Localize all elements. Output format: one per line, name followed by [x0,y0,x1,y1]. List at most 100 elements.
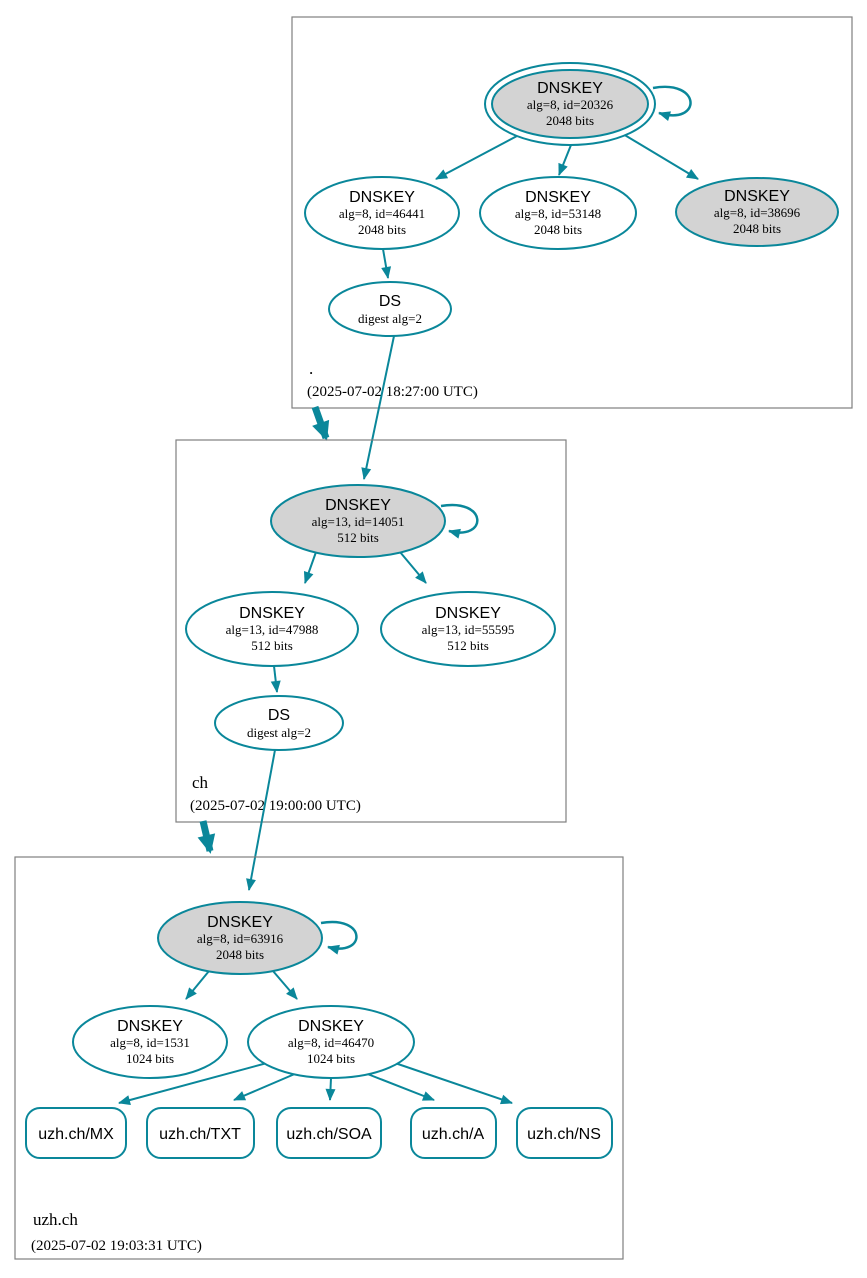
zone-ch-timestamp: (2025-07-02 19:00:00 UTC) [190,798,361,814]
node-dnskey-20326[interactable]: DNSKEY alg=8, id=20326 2048 bits [484,62,656,146]
node-dnskey-1531-detail: alg=8, id=1531 [110,1035,190,1050]
node-dnskey-1531-shape [72,1005,228,1079]
node-dnskey-63916-detail: alg=8, id=63916 [197,931,284,946]
rrset-uzh-ch-soa[interactable]: uzh.ch/SOA [276,1107,382,1159]
rrset-uzh-ch-txt-label: uzh.ch/TXT [159,1126,241,1143]
node-dnskey-46441-bits: 2048 bits [358,222,406,237]
node-dnskey-47988-bits: 512 bits [251,638,293,653]
edge-uzh-zsk2-to-soa [325,1077,336,1101]
edge-root-ksk-to-zsk2 [558,144,572,176]
node-ds-ch-shape [214,695,344,751]
edge-uzh-zsk2-to-a [364,1072,435,1101]
edge-uzh-zsk2-to-mx [118,1062,268,1105]
node-dnskey-38696-bits: 2048 bits [733,221,781,236]
node-dnskey-63916[interactable]: DNSKEY alg=8, id=63916 2048 bits [157,901,323,975]
node-dnskey-63916-title: DNSKEY [207,914,273,931]
edge-ch-to-uzh-delegation [197,820,216,854]
edge-root-ksk-to-zsk3 [622,133,699,180]
rrset-uzh-ch-txt[interactable]: uzh.ch/TXT [146,1107,255,1159]
node-dnskey-46441[interactable]: DNSKEY alg=8, id=46441 2048 bits [304,176,460,250]
rrset-uzh-ch-mx-label: uzh.ch/MX [38,1126,114,1143]
zone-root-timestamp: (2025-07-02 18:27:00 UTC) [307,384,478,400]
edge-uzh-ksk-selfloop [320,920,358,955]
edge-ch-ds-to-uzh-ksk [246,749,276,891]
node-dnskey-46441-title: DNSKEY [349,189,415,206]
node-dnskey-53148-shape [479,176,637,250]
node-dnskey-55595-bits: 512 bits [447,638,489,653]
node-ds-root[interactable]: DS digest alg=2 [328,281,452,337]
rrset-uzh-ch-txt-shape [146,1107,255,1159]
zone-uzh-ch-label: uzh.ch [33,1210,78,1229]
rrset-uzh-ch-mx-shape [25,1107,127,1159]
node-ds-ch-title: DS [268,707,290,724]
node-dnskey-47988-detail: alg=13, id=47988 [226,622,319,637]
node-dnskey-38696[interactable]: DNSKEY alg=8, id=38696 2048 bits [675,177,839,247]
zone-uzh-ch-border [14,856,624,1260]
edge-root-zsk1-to-ds [381,248,392,279]
node-dnskey-46470-bits: 1024 bits [307,1051,355,1066]
node-dnskey-14051-detail: alg=13, id=14051 [312,514,405,529]
node-dnskey-53148-title: DNSKEY [525,189,591,206]
edge-root-to-ch-delegation [311,405,330,441]
node-dnskey-53148-detail: alg=8, id=53148 [515,206,601,221]
zone-ch-label: ch [192,773,209,792]
edge-uzh-ksk-to-zsk2 [272,970,298,1000]
edge-root-ksk-selfloop [652,85,692,121]
node-dnskey-14051[interactable]: DNSKEY alg=13, id=14051 512 bits [270,484,446,558]
node-dnskey-55595-shape [380,591,556,667]
node-dnskey-53148[interactable]: DNSKEY alg=8, id=53148 2048 bits [479,176,637,250]
node-dnskey-38696-shape [675,177,839,247]
node-dnskey-63916-bits: 2048 bits [216,947,264,962]
zone-root-border [291,16,853,409]
node-dnskey-38696-title: DNSKEY [724,188,790,205]
node-dnskey-20326-title: DNSKEY [537,80,603,97]
node-dnskey-14051-bits: 512 bits [337,530,379,545]
node-dnskey-46441-detail: alg=8, id=46441 [339,206,425,221]
node-dnskey-46470-shape [247,1005,415,1079]
node-ds-ch-detail: digest alg=2 [247,725,311,740]
zone-root: DNSKEY alg=8, id=20326 2048 bits DNSKEY … [291,16,853,409]
node-dnskey-46441-shape [304,176,460,250]
zone-uzh-ch-timestamp: (2025-07-02 19:03:31 UTC) [31,1238,202,1254]
node-ds-root-detail: digest alg=2 [358,311,422,326]
node-dnskey-20326-shape [491,69,649,139]
node-dnskey-47988[interactable]: DNSKEY alg=13, id=47988 512 bits [185,591,359,667]
edge-uzh-zsk2-to-ns [394,1062,513,1105]
node-dnskey-14051-shape [270,484,446,558]
node-dnskey-20326-bits: 2048 bits [546,113,594,128]
edge-ch-zsk1-to-ds [270,665,281,693]
node-dnskey-55595-title: DNSKEY [435,605,501,622]
zone-uzh-ch: DNSKEY alg=8, id=63916 2048 bits DNSKEY … [14,856,624,1260]
node-dnskey-53148-bits: 2048 bits [534,222,582,237]
edge-ch-ksk-selfloop [440,503,479,539]
edge-ch-ksk-to-zsk1 [303,551,317,584]
node-dnskey-46470[interactable]: DNSKEY alg=8, id=46470 1024 bits [247,1005,415,1079]
rrset-uzh-ch-a-label: uzh.ch/A [422,1126,485,1143]
node-ds-root-title: DS [379,293,401,310]
node-dnskey-55595[interactable]: DNSKEY alg=13, id=55595 512 bits [380,591,556,667]
node-dnskey-1531-bits: 1024 bits [126,1051,174,1066]
node-ds-ch[interactable]: DS digest alg=2 [214,695,344,751]
edge-uzh-ksk-to-zsk1 [185,970,210,1000]
rrset-uzh-ch-a-shape [410,1107,497,1159]
node-dnskey-38696-detail: alg=8, id=38696 [714,205,801,220]
node-ds-root-shape [328,281,452,337]
rrset-uzh-ch-mx[interactable]: uzh.ch/MX [25,1107,127,1159]
edge-root-ds-to-ch-ksk [361,335,395,480]
node-dnskey-55595-detail: alg=13, id=55595 [422,622,515,637]
node-dnskey-14051-title: DNSKEY [325,497,391,514]
node-dnskey-1531-title: DNSKEY [117,1018,183,1035]
rrset-uzh-ch-a[interactable]: uzh.ch/A [410,1107,497,1159]
node-dnskey-47988-shape [185,591,359,667]
rrset-uzh-ch-ns[interactable]: uzh.ch/NS [516,1107,613,1159]
edge-uzh-zsk2-to-txt [233,1072,298,1101]
zone-ch-border [175,439,567,823]
node-dnskey-20326-detail: alg=8, id=20326 [527,97,614,112]
node-dnskey-1531[interactable]: DNSKEY alg=8, id=1531 1024 bits [72,1005,228,1079]
rrset-uzh-ch-soa-shape [276,1107,382,1159]
rrset-uzh-ch-ns-shape [516,1107,613,1159]
rrset-uzh-ch-soa-label: uzh.ch/SOA [286,1126,372,1143]
edge-root-ksk-to-zsk1 [435,135,518,180]
